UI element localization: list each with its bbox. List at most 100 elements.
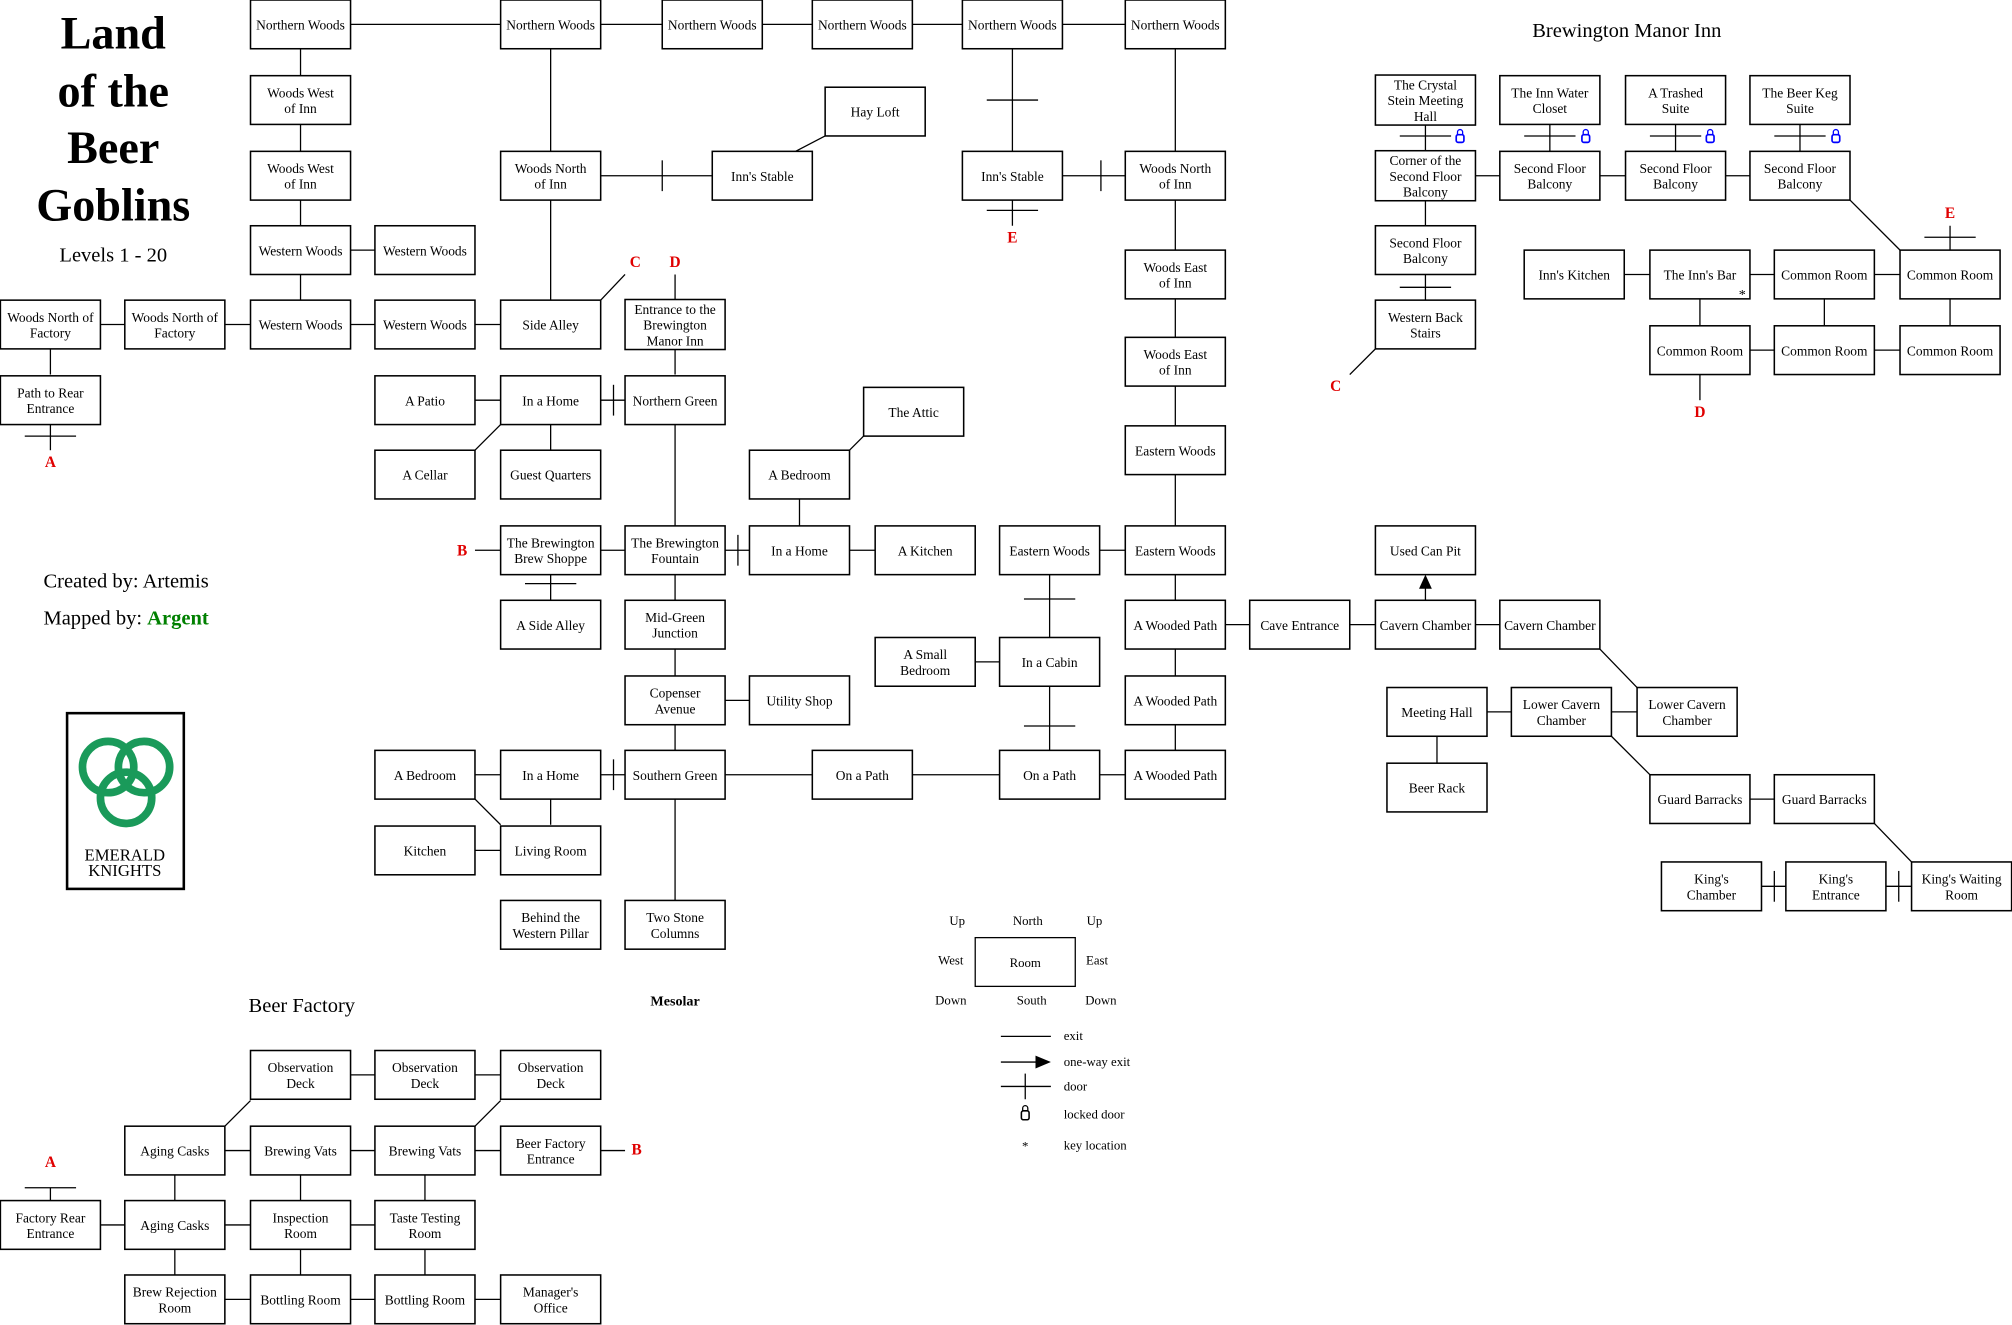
room-box[interactable]: Western Woods bbox=[249, 224, 352, 276]
room-box[interactable]: Cavern Chamber bbox=[1374, 599, 1477, 650]
room-box[interactable]: Aging Casks bbox=[124, 1125, 226, 1176]
room-box[interactable]: On a Path bbox=[811, 749, 914, 800]
room-box[interactable]: Inn's Kitchen bbox=[1523, 249, 1626, 300]
room-box[interactable]: Southern Green bbox=[624, 749, 726, 800]
room-box[interactable]: Used Can Pit bbox=[1374, 525, 1477, 576]
room-box[interactable]: Living Room bbox=[499, 825, 602, 876]
room-box[interactable]: Bottling Room bbox=[249, 1274, 352, 1325]
room-box[interactable]: Kitchen bbox=[374, 825, 476, 876]
room-box[interactable]: Brewing Vats bbox=[374, 1125, 476, 1176]
room-box[interactable]: Common Room bbox=[1649, 325, 1751, 376]
room-box[interactable]: A Bedroom bbox=[374, 749, 476, 800]
room-box[interactable]: Northern Green bbox=[624, 375, 726, 426]
room-box[interactable]: Common Room bbox=[1899, 249, 2001, 300]
room-box[interactable]: Northern Woods bbox=[661, 0, 764, 50]
room-box[interactable]: A Side Alley bbox=[499, 599, 602, 650]
room-box[interactable]: The Attic bbox=[862, 386, 965, 437]
room-box[interactable]: Northern Woods bbox=[961, 0, 1064, 50]
room-box[interactable]: Aging Casks bbox=[124, 1199, 226, 1251]
room-box[interactable]: Hay Loft bbox=[824, 86, 926, 137]
room-box[interactable]: Northern Woods bbox=[1124, 0, 1227, 50]
room-box[interactable]: Side Alley bbox=[499, 299, 602, 350]
room-box[interactable]: Utility Shop bbox=[748, 675, 851, 726]
room-box[interactable]: Cavern Chamber bbox=[1499, 599, 1601, 650]
room-box[interactable]: Meeting Hall bbox=[1386, 686, 1488, 738]
room-box[interactable]: A Bedroom bbox=[748, 449, 851, 500]
room-box[interactable]: Eastern Woods bbox=[998, 525, 1101, 576]
room-box[interactable]: Cave Entrance bbox=[1248, 599, 1351, 650]
room-box[interactable]: In a Home bbox=[499, 375, 602, 426]
room-box[interactable]: The Inn's Bar bbox=[1649, 249, 1751, 300]
room-box[interactable]: Common Room bbox=[1773, 249, 1876, 300]
room-box[interactable]: Eastern Woods bbox=[1124, 425, 1227, 476]
room-box[interactable]: A Wooded Path bbox=[1124, 749, 1227, 800]
room-box[interactable]: On a Path bbox=[998, 749, 1101, 800]
room-box[interactable]: A Kitchen bbox=[874, 525, 976, 576]
room-box[interactable]: In a Home bbox=[499, 749, 602, 800]
room-box[interactable]: Beer Rack bbox=[1386, 762, 1488, 813]
room-box[interactable]: Inn's Stable bbox=[711, 150, 814, 201]
room-box[interactable]: Common Room bbox=[1773, 325, 1876, 376]
room-box[interactable]: Western Woods bbox=[374, 224, 476, 276]
room-box[interactable]: Inn's Stable bbox=[961, 150, 1064, 201]
room-box[interactable]: In a Cabin bbox=[998, 636, 1101, 687]
room-box[interactable]: A Patio bbox=[374, 375, 476, 426]
room-box[interactable]: In a Home bbox=[748, 525, 851, 576]
room-box[interactable]: Guard Barracks bbox=[1649, 773, 1751, 825]
room-box[interactable]: Common Room bbox=[1899, 325, 2001, 376]
room-box[interactable]: Northern Woods bbox=[249, 0, 352, 50]
room-box[interactable]: Bottling Room bbox=[374, 1274, 476, 1325]
room-box[interactable]: A Wooded Path bbox=[1124, 599, 1227, 650]
room-box[interactable]: Northern Woods bbox=[499, 0, 602, 50]
room-box[interactable]: Western Woods bbox=[374, 299, 476, 350]
room-box[interactable]: Eastern Woods bbox=[1124, 525, 1227, 576]
room-box[interactable]: A Cellar bbox=[374, 449, 476, 500]
room-box[interactable]: Western Woods bbox=[249, 299, 352, 350]
room-box[interactable]: A Wooded Path bbox=[1124, 675, 1227, 726]
room-box[interactable]: Brewing Vats bbox=[249, 1125, 352, 1176]
room-box[interactable]: Guest Quarters bbox=[499, 449, 602, 500]
room-box[interactable]: Northern Woods bbox=[811, 0, 914, 50]
